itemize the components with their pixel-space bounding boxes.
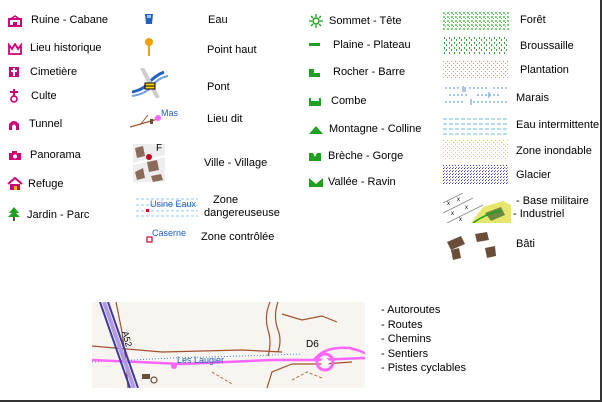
danger-zone-sample-text: Usine Eaux <box>150 199 197 209</box>
svg-text:x: x <box>447 201 450 207</box>
roads-label-pistes-cyclables: - Pistes cyclables <box>381 362 466 374</box>
legend-label-bati: Bâti <box>516 238 535 250</box>
camera-icon <box>8 150 22 161</box>
legend-label: Culte <box>31 90 57 102</box>
gorge-icon <box>309 151 321 161</box>
flood-zone-pattern <box>443 140 509 160</box>
legend-label: Plaine - Plateau <box>333 39 411 51</box>
legend-label-base-militaire: - Base militaire <box>516 195 589 207</box>
road-label-d6: D6 <box>306 339 319 350</box>
legend-item-montagne: Montagne - Colline <box>309 123 421 136</box>
legend-label-marais: Marais <box>516 92 550 104</box>
legend-item-jardin: Jardin - Parc <box>7 207 90 222</box>
buildings-icon <box>445 230 497 260</box>
legend-item-ruine: Ruine - Cabane <box>8 14 108 27</box>
legend-label: Ruine - Cabane <box>31 14 109 26</box>
town-sample-text: F <box>156 143 163 154</box>
legend-label-lieu-dit: Lieu dit <box>207 113 243 125</box>
legend-label: Cimetière <box>30 66 78 78</box>
legend-item-plaine: Plaine - Plateau <box>309 39 411 52</box>
legend-label-eau-intermittente: Eau intermittente <box>516 119 600 131</box>
roads-label-chemins: - Chemins <box>381 333 432 345</box>
controlled-zone-map-icon <box>146 236 154 244</box>
svg-text:x: x <box>457 197 460 203</box>
rock-icon <box>309 67 321 78</box>
legend-label-eau: Eau <box>208 14 228 26</box>
mountain-icon <box>309 124 323 134</box>
legend-item-breche: Brèche - Gorge <box>309 150 403 163</box>
legend-item-lieu-historique: Lieu historique <box>8 42 102 55</box>
forest-pattern <box>443 12 509 30</box>
legend-label: Montagne - Colline <box>329 123 422 135</box>
ruin-cabin-icon <box>8 15 22 27</box>
danger-zone-map-icon <box>136 195 198 219</box>
svg-text:x: x <box>451 211 454 217</box>
legend-label-plantation: Plantation <box>520 64 569 76</box>
legend-label: Lieu historique <box>30 42 102 54</box>
cemetery-icon <box>8 66 20 78</box>
legend-item-sommet: Sommet - Tête <box>309 14 402 28</box>
legend-label-point-haut: Point haut <box>207 44 257 56</box>
town-map-icon <box>133 144 165 182</box>
controlled-zone-sample-text: Caserne <box>152 228 187 238</box>
worship-icon <box>8 89 20 103</box>
combe-icon <box>309 96 321 106</box>
legend-item-combe: Combe <box>309 95 366 108</box>
tree-icon <box>7 207 21 222</box>
legend-item-vallee: Vallée - Ravin <box>309 176 396 189</box>
refuge-house-icon <box>7 177 23 191</box>
legend-label-broussaille: Broussaille <box>520 40 574 52</box>
legend-label: Sommet - Tête <box>329 15 402 27</box>
legend-label-pont: Pont <box>207 81 230 93</box>
tunnel-icon <box>8 119 20 131</box>
legend-label-foret: Forêt <box>520 14 546 26</box>
legend-label: Jardin - Parc <box>27 209 90 221</box>
legend-label: Rocher - Barre <box>333 66 406 78</box>
legend-label: Combe <box>331 95 367 107</box>
legend-label: Refuge <box>28 178 64 190</box>
legend-label-ville: Ville - Village <box>204 157 268 169</box>
legend-label: Brèche - Gorge <box>328 150 404 162</box>
valley-icon <box>309 177 323 187</box>
locality-map-icon <box>130 107 190 131</box>
summit-sun-icon <box>309 14 323 28</box>
highway-label-a52: A52 <box>120 330 134 348</box>
glacier-pattern <box>443 165 509 185</box>
roads-legend-list: - Autoroutes - Routes - Chemins - Sentie… <box>381 303 466 376</box>
legend-item-refuge: Refuge <box>7 177 64 191</box>
legend-label: Vallée - Ravin <box>328 176 396 188</box>
locality-sample-text: Mas <box>161 108 179 118</box>
legend-label-zone-controlee: Zone contrôlée <box>201 231 275 243</box>
legend-label: Panorama <box>30 149 81 161</box>
high-point-pin-icon <box>143 37 155 57</box>
marsh-pattern <box>443 84 509 106</box>
legend-label-glacier: Glacier <box>516 169 551 181</box>
roads-label-routes: - Routes <box>381 318 423 331</box>
legend-label-zone-dangereuse-2: dangereuseuse <box>204 207 280 219</box>
water-icon <box>144 13 154 25</box>
legend-item-cimetiere: Cimetière <box>8 66 77 79</box>
scrub-pattern <box>443 36 509 54</box>
legend-label-zone-inondable: Zone inondable <box>516 145 592 157</box>
plantation-pattern <box>443 61 509 79</box>
legend-label-industriel: - Industriel <box>513 208 565 220</box>
legend-item-panorama: Panorama <box>8 149 81 162</box>
roads-label-sentiers: - Sentiers <box>381 347 429 360</box>
legend-label: Tunnel <box>29 118 63 130</box>
legend-item-rocher: Rocher - Barre <box>309 66 405 79</box>
legend-label-zone-dangereuse-1: Zone <box>213 194 239 206</box>
historic-site-icon <box>8 43 22 55</box>
svg-text:x: x <box>459 217 462 223</box>
legend-item-tunnel: Tunnel <box>8 118 62 131</box>
bridge-map-icon <box>132 68 172 98</box>
legend-item-culte: Culte <box>8 89 57 103</box>
place-label-les-laugier: Les Laugier <box>177 355 224 365</box>
svg-text:x: x <box>465 205 468 211</box>
intermittent-water-pattern <box>443 116 509 136</box>
roads-label-autoroutes: - Autoroutes <box>381 304 441 316</box>
plain-icon <box>309 43 321 47</box>
roads-map-sample: A52 D6 Les Laugier <box>92 302 365 388</box>
